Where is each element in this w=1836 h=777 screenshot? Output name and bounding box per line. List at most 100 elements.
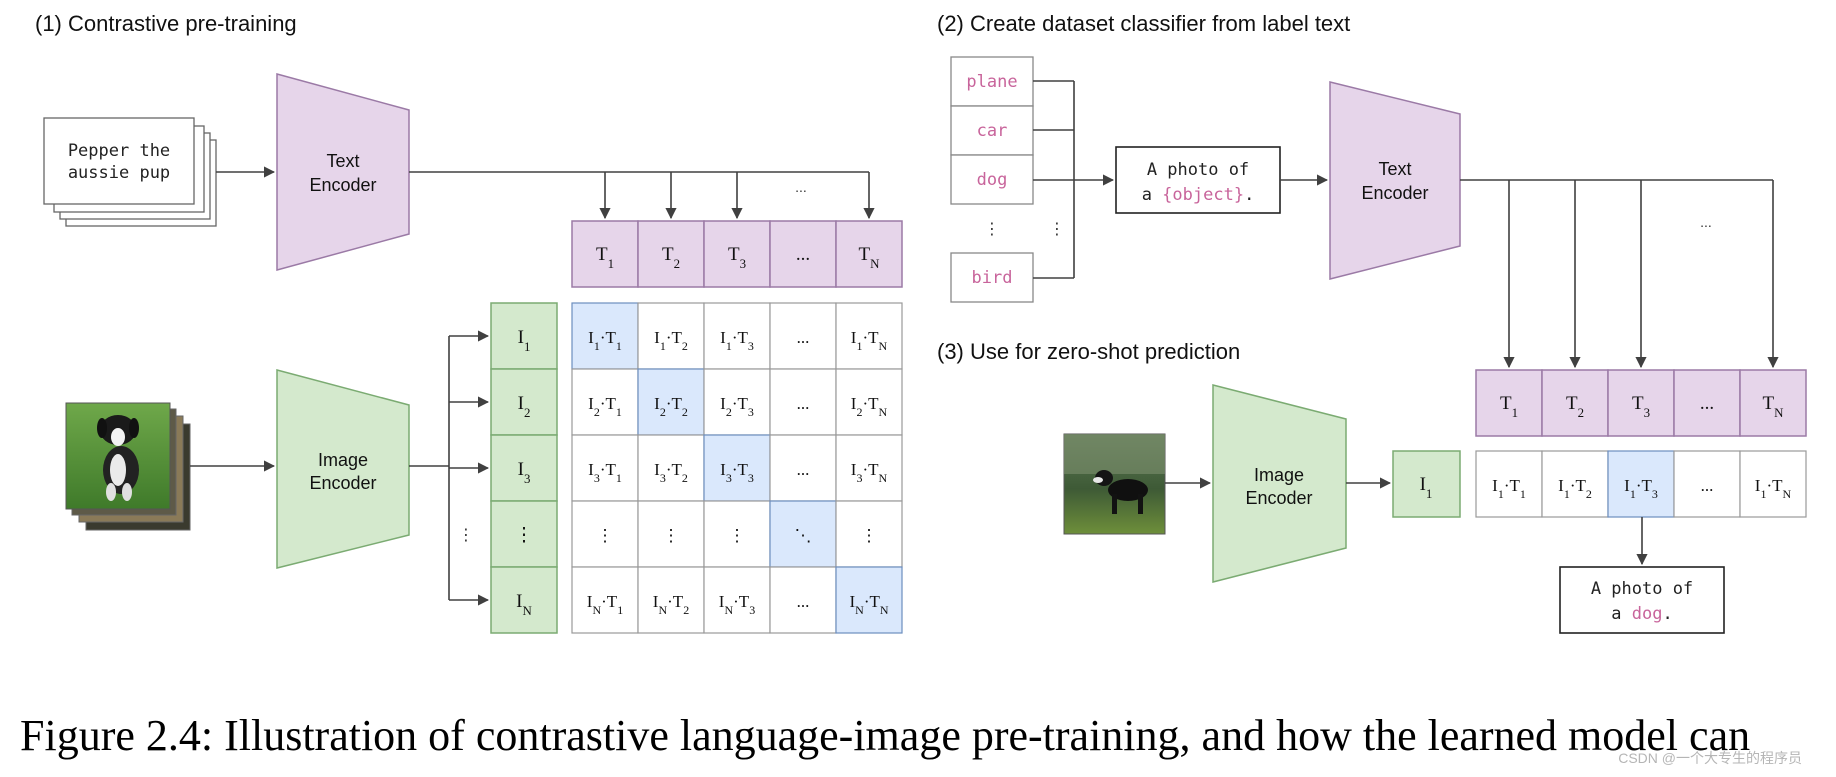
text-token-cell (1739, 369, 1807, 437)
panel2-title: (2) Create dataset classifier from label… (937, 11, 1350, 36)
score-cell-label: I1·TN (1755, 476, 1792, 501)
matrix-cell-label: ... (797, 460, 810, 479)
matrix-cell (637, 566, 705, 634)
matrix-cell-label: I2·T1 (588, 394, 622, 419)
image-encoder-1 (276, 369, 410, 569)
score-cell (1739, 450, 1807, 518)
text-encoder-1-label-a: Text (326, 151, 359, 171)
matrix-cell-highlighted (703, 434, 771, 502)
panel2-right-dots: ⋮ (1049, 221, 1065, 238)
matrix-cell (769, 434, 837, 502)
score-cell-highlighted (1607, 450, 1675, 518)
text-token-label: T1 (596, 244, 614, 271)
panel1-title: (1) Contrastive pre-training (35, 11, 297, 36)
matrix-cell-label: ⋮ (861, 526, 878, 545)
prompt-template-line1: A photo of (1147, 160, 1249, 180)
matrix-cell-label: I1·T3 (720, 328, 754, 353)
class-label-cell (950, 56, 1034, 107)
matrix-cell-label: I3·T1 (588, 460, 622, 485)
image-token-2 (1392, 450, 1461, 518)
text-input-stack: Pepper the aussie pup (43, 117, 217, 227)
matrix-cell-label: IN·TN (849, 592, 888, 617)
score-cell (1673, 450, 1741, 518)
matrix-cell-label: I3·T3 (720, 460, 754, 485)
matrix-cell-label: IN·T1 (587, 592, 623, 617)
text-encoder-2 (1329, 81, 1461, 280)
matrix-cell (769, 302, 837, 370)
class-label-cell (950, 105, 1034, 156)
text-encoder-1 (276, 73, 410, 271)
prompt-template-suffix: . (1244, 185, 1254, 205)
matrix-cell-label: IN·T3 (719, 592, 755, 617)
text-token-label: T2 (1566, 393, 1584, 420)
matrix-cell-label: I1·TN (851, 328, 888, 353)
score-cell-label: I1·T2 (1558, 476, 1592, 501)
matrix-cell (637, 302, 705, 370)
text-input-line1: Pepper the (68, 141, 170, 161)
panel2-top-dots: ... (1700, 214, 1712, 230)
image-token-cell (490, 368, 558, 436)
matrix-cell-label: I1·T1 (588, 328, 622, 353)
text-token-label: T1 (1500, 393, 1518, 420)
panel1-left-dots: ⋮ (458, 527, 474, 544)
text-token-cell (1475, 369, 1543, 437)
image-encoder-1-label-a: Image (318, 450, 368, 470)
text-token-label: T3 (728, 244, 746, 271)
class-label-text: plane (966, 72, 1017, 92)
matrix-cell-label: IN·T2 (653, 592, 689, 617)
class-label-connectors (1033, 80, 1115, 279)
text-token-cell (1607, 369, 1675, 437)
panel3-title: (3) Use for zero-shot prediction (937, 339, 1240, 364)
text-token-cell (1541, 369, 1609, 437)
class-label-text: bird (972, 268, 1013, 288)
image-token-label: ⋮ (515, 525, 534, 546)
text-token-label: T3 (1632, 393, 1650, 420)
image-token-label: I1 (518, 327, 531, 354)
prompt-template-placeholder: {object} (1162, 185, 1244, 205)
class-label-text: car (977, 121, 1008, 141)
matrix-cell-label: I3·T2 (654, 460, 688, 485)
score-cell-label: I1·T1 (1492, 476, 1526, 501)
matrix-cell (637, 434, 705, 502)
text-token-cell (835, 220, 903, 288)
text-encoder-1-fanout (409, 171, 875, 220)
image-token-label: IN (516, 591, 532, 618)
matrix-cell-highlighted (835, 566, 903, 634)
matrix-cell (835, 302, 903, 370)
text-input-line2: aussie pup (68, 163, 170, 183)
image-encoder-2-label-a: Image (1254, 465, 1304, 485)
prompt-template-prefix: a (1142, 185, 1162, 205)
score-cell-label: I1·T3 (1624, 476, 1658, 501)
image-encoder-1-label-b: Encoder (309, 473, 376, 493)
image-token-cell (490, 500, 558, 568)
watermark: CSDN @一个大专生的程序员 (1618, 750, 1802, 766)
matrix-cell-label: ... (797, 592, 810, 611)
matrix-cell-label: I1·T2 (654, 328, 688, 353)
matrix-cell-label: ⋮ (729, 526, 746, 545)
image-encoder-2 (1212, 384, 1347, 583)
matrix-cell (769, 566, 837, 634)
prompt-template-box (1115, 146, 1281, 214)
image-token-cell (490, 302, 558, 370)
class-label-cell (950, 154, 1034, 205)
matrix-cell-label: I2·T3 (720, 394, 754, 419)
image-token-label: I2 (518, 393, 531, 420)
text-token-label: ... (796, 244, 810, 265)
matrix-cell-highlighted (637, 368, 705, 436)
text-token-label: TN (859, 244, 881, 271)
matrix-cell (703, 566, 771, 634)
text-token-cell (703, 220, 771, 288)
panel1-top-dots: ... (795, 179, 807, 195)
score-cell (1475, 450, 1543, 518)
image-encoder-1-fanout (409, 330, 490, 606)
matrix-cell-highlighted (571, 302, 639, 370)
matrix-cell-label: ... (797, 394, 810, 413)
matrix-cell-label: ⋮ (597, 526, 614, 545)
text-token-label: ... (1700, 393, 1714, 414)
image-encoder-2-label-b: Encoder (1245, 488, 1312, 508)
